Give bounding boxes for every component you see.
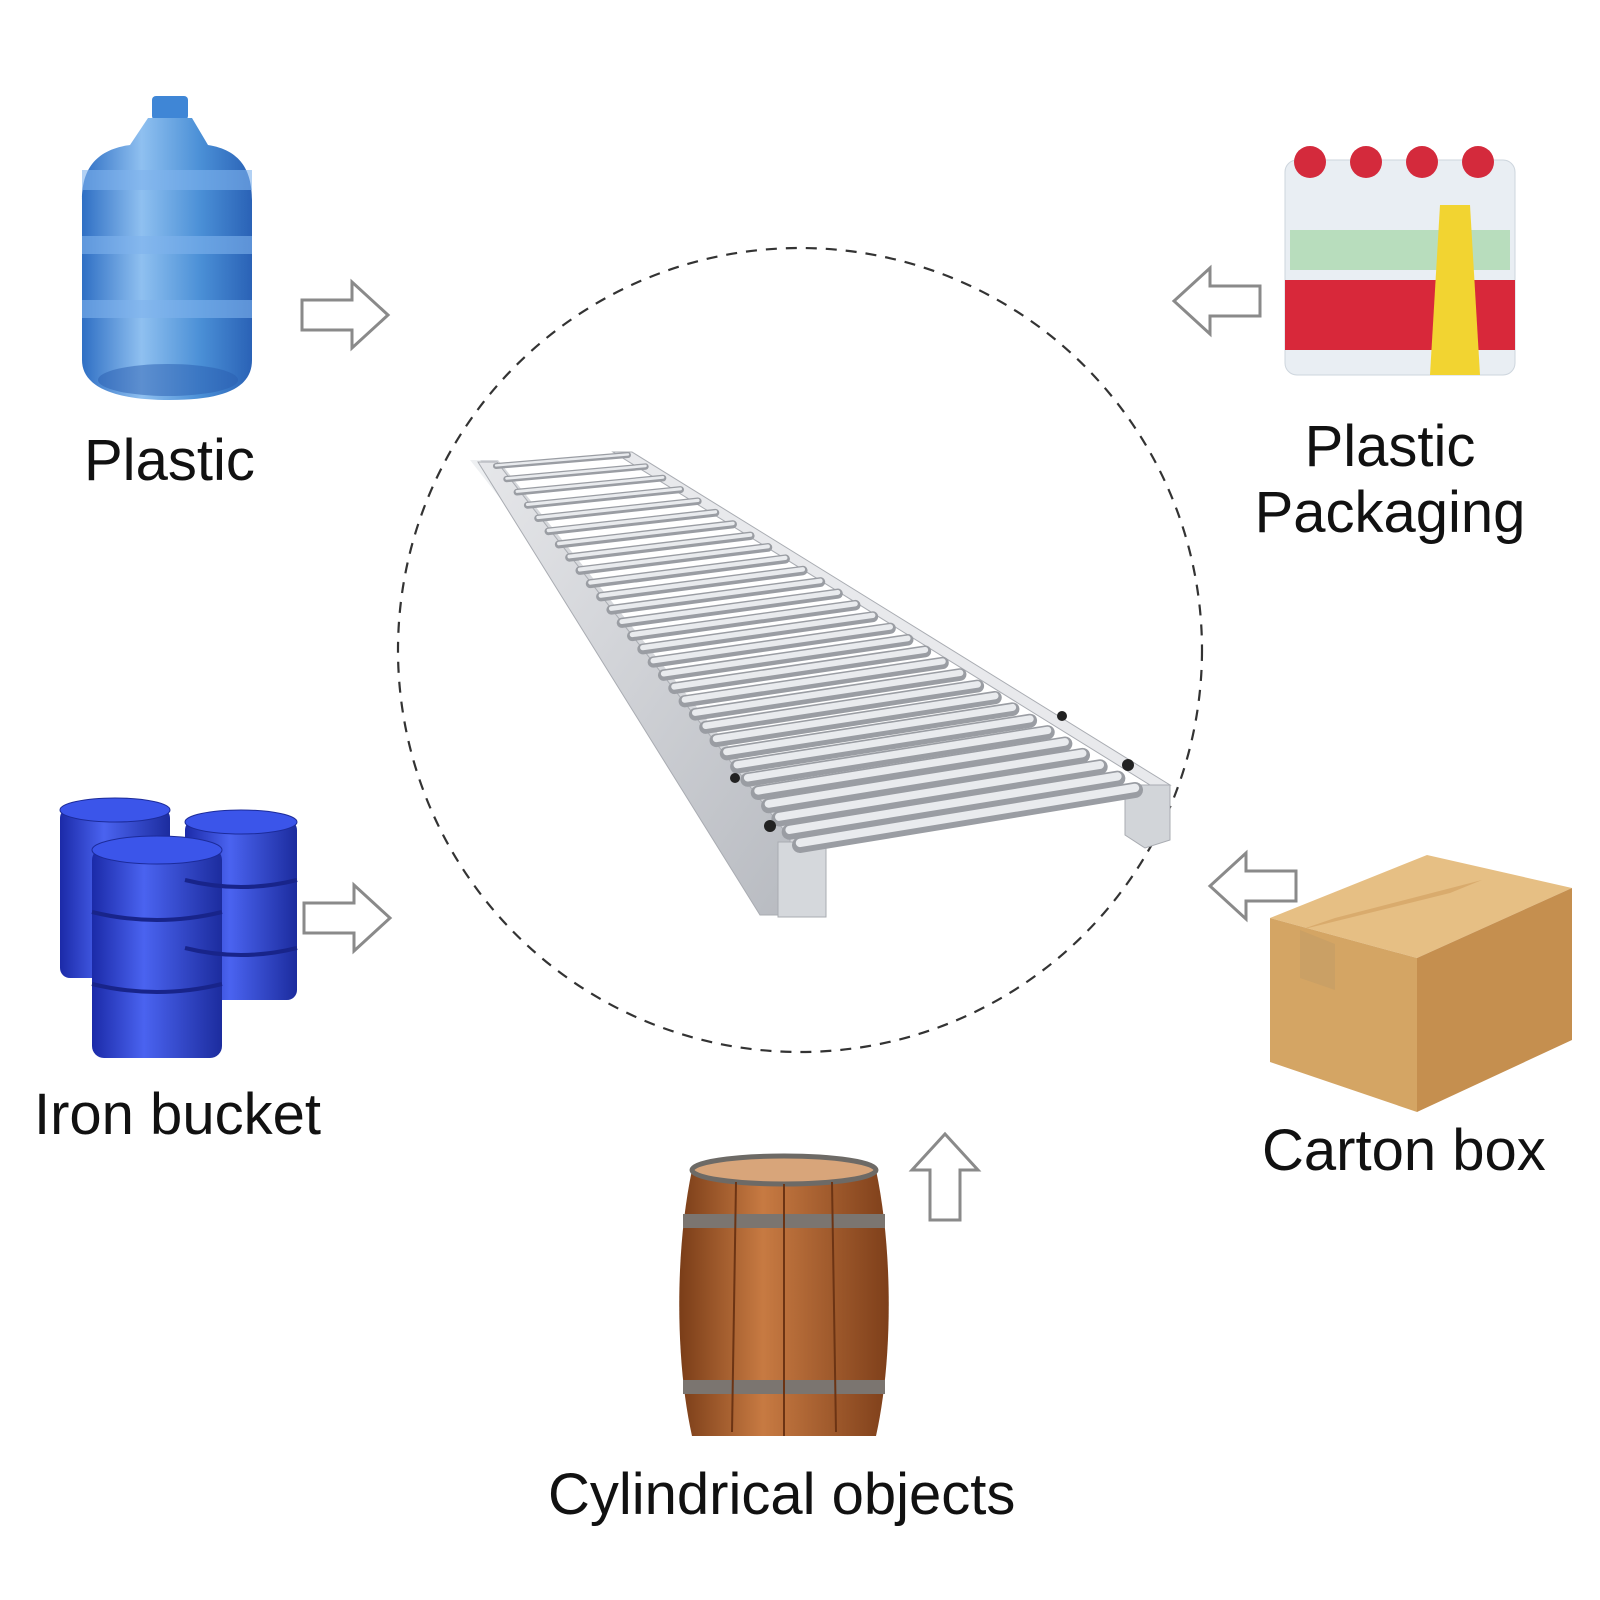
roller-highlight — [525, 487, 682, 506]
roller-highlight — [650, 624, 893, 664]
roller-highlight — [754, 738, 1069, 795]
roller-highlight — [692, 669, 964, 716]
water-bottle-icon — [82, 96, 252, 400]
roller-highlight — [608, 578, 823, 611]
roller-set — [493, 452, 1143, 853]
roller-highlight — [536, 498, 700, 520]
roller-highlight — [712, 692, 999, 743]
roller-highlight — [775, 760, 1105, 821]
roller-highlight — [743, 726, 1052, 782]
roller-highlight — [515, 475, 665, 493]
carton-box-icon — [1270, 855, 1572, 1112]
roller-highlight — [577, 544, 770, 572]
bottle-pack-icon — [1284, 146, 1516, 376]
steel-drums-icon — [59, 797, 298, 1058]
label-plastic-packaging: Plastic Packaging — [1240, 414, 1540, 546]
label-plastic-packaging-line1: Plastic — [1304, 414, 1476, 479]
roller-highlight — [795, 783, 1140, 848]
roller-highlight — [733, 715, 1034, 769]
roller-highlight — [494, 453, 630, 467]
roller-highlight — [619, 589, 841, 625]
arrow-right-icon — [302, 881, 393, 955]
roller-highlight — [785, 772, 1122, 834]
arrow-right-icon — [300, 278, 391, 352]
wooden-barrel-icon — [679, 1153, 889, 1436]
label-plastic: Plastic — [84, 428, 255, 493]
label-plastic-packaging-line2: Packaging — [1254, 480, 1526, 545]
roller-highlight — [567, 532, 753, 559]
roller-highlight — [660, 635, 911, 677]
roller-highlight — [723, 703, 1017, 756]
roller-highlight — [505, 464, 647, 480]
label-cylindrical-objects: Cylindrical objects — [548, 1462, 1016, 1527]
roller-highlight — [671, 646, 929, 690]
roller-highlight — [557, 521, 735, 546]
dashed-boundary-circle — [396, 246, 1204, 1054]
arrow-left-icon — [1171, 264, 1262, 338]
roller-highlight — [764, 749, 1087, 808]
roller-highlight — [702, 681, 981, 730]
roller-highlight — [640, 612, 876, 651]
roller-highlight — [598, 567, 806, 598]
roller-conveyor-icon — [470, 451, 1172, 918]
label-iron-bucket: Iron bucket — [34, 1082, 321, 1147]
roller-highlight — [681, 658, 946, 703]
roller-highlight — [546, 510, 718, 533]
roller-highlight — [588, 555, 788, 585]
arrow-left-icon — [1207, 849, 1298, 923]
arrow-up-icon — [908, 1131, 982, 1222]
label-carton-box: Carton box — [1262, 1118, 1546, 1183]
roller-highlight — [629, 601, 858, 638]
